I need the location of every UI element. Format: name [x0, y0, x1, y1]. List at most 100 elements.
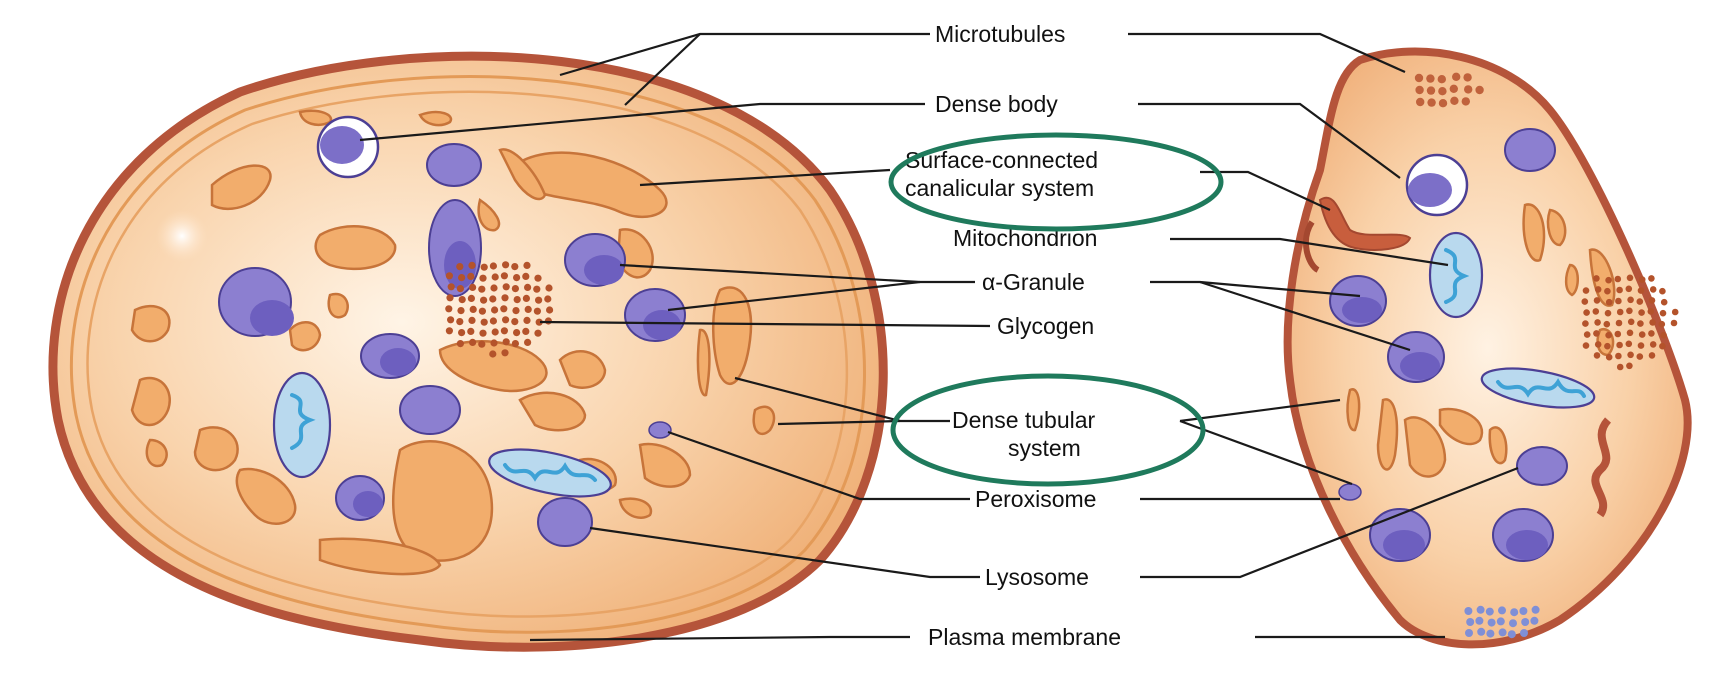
glycogen-particle — [1627, 330, 1634, 337]
glycogen-particle — [458, 274, 465, 281]
glycogen-particle — [447, 316, 454, 323]
glycogen-particle — [1615, 298, 1622, 305]
glycogen-particle — [490, 262, 497, 269]
glycogen-particle — [457, 340, 464, 347]
glycogen-particle — [1627, 297, 1634, 304]
glycogen-particle — [524, 284, 531, 291]
glycogen-particle — [1626, 363, 1633, 370]
glycogen-particle — [1659, 343, 1666, 350]
vesicle-dot — [1498, 606, 1506, 614]
glycogen-particle — [492, 328, 499, 335]
glycogen-particle — [446, 294, 453, 301]
microtubule-cross-section — [1439, 99, 1447, 107]
glycogen-particle — [1595, 341, 1602, 348]
label-alpha-granule: α-Granule — [982, 269, 1085, 295]
label-microtubules: Microtubules — [935, 21, 1065, 47]
glycogen-particle — [1582, 298, 1589, 305]
glycogen-particle — [503, 283, 510, 290]
glycogen-particle — [501, 327, 508, 334]
glycogen-particle — [1604, 288, 1611, 295]
vesicle-dot — [1499, 628, 1507, 636]
glycogen-particle — [1638, 287, 1645, 294]
vesicle-dot — [1519, 607, 1527, 615]
glycogen-particle — [1648, 275, 1655, 282]
left-platelet — [53, 56, 883, 647]
glycogen-particle — [1626, 341, 1633, 348]
glycogen-particle — [1672, 309, 1679, 316]
glycogen-particle — [1660, 310, 1667, 317]
left-peroxisome — [649, 422, 671, 438]
glycogen-particle — [468, 262, 475, 269]
vesicle-dot — [1497, 617, 1505, 625]
microtubule-cross-section — [1415, 86, 1423, 94]
glycogen-particle — [456, 318, 463, 325]
glycogen-particle — [513, 274, 520, 281]
glycogen-particle — [478, 341, 485, 348]
glycogen-particle — [1616, 342, 1623, 349]
glycogen-particle — [1627, 352, 1634, 359]
glycogen-particle — [1648, 330, 1655, 337]
glycogen-particle — [1594, 352, 1601, 359]
glycogen-particle — [1583, 287, 1590, 294]
glycogen-particle — [1617, 364, 1624, 371]
microtubule-cross-section — [1450, 97, 1458, 105]
glycogen-particle — [1615, 353, 1622, 360]
label-dense-body: Dense body — [935, 91, 1058, 117]
glycogen-particle — [511, 263, 518, 270]
glycogen-particle — [513, 329, 520, 336]
glycogen-particle — [479, 308, 486, 315]
glycogen-particle — [490, 284, 497, 291]
glycogen-particle — [522, 273, 529, 280]
glycogen-particle — [481, 264, 488, 271]
microtubule-cross-section — [1464, 85, 1472, 93]
glycogen-particle — [1637, 298, 1644, 305]
glycogen-particle — [1594, 319, 1601, 326]
glycogen-particle — [1604, 343, 1611, 350]
glycogen-particle — [1583, 342, 1590, 349]
glycogen-particle — [1628, 319, 1635, 326]
glycogen-particle — [1627, 275, 1634, 282]
glycogen-particle — [511, 318, 518, 325]
glycogen-particle — [546, 306, 553, 313]
glycogen-particle — [522, 328, 529, 335]
microtubule-cross-section — [1462, 97, 1470, 105]
glycogen-particle — [500, 305, 507, 312]
microtubule-cross-section — [1450, 85, 1458, 93]
glycogen-particle — [523, 295, 530, 302]
glycogen-particle — [525, 306, 532, 313]
glycogen-particle — [1582, 320, 1589, 327]
glycogen-particle — [478, 286, 485, 293]
glycogen-particle — [523, 317, 530, 324]
glycogen-particle — [490, 339, 497, 346]
glycogen-particle — [470, 306, 477, 313]
vesicle-dot — [1477, 606, 1485, 614]
glycogen-particle — [1649, 352, 1656, 359]
glycogen-particle — [1626, 286, 1633, 293]
glycogen-particle — [534, 308, 541, 315]
glycogen-particle — [1615, 331, 1622, 338]
vesicle-dot — [1464, 607, 1472, 615]
glycogen-particle — [1650, 286, 1657, 293]
glycogen-particle — [545, 284, 552, 291]
vesicle-dot — [1532, 606, 1540, 614]
glycogen-particle — [492, 273, 499, 280]
vesicle-dot — [1465, 629, 1473, 637]
right-lysosome — [1517, 447, 1567, 485]
glycogen-particle — [523, 262, 530, 269]
glycogen-particle — [467, 328, 474, 335]
vesicle-dot — [1466, 618, 1474, 626]
glycogen-particle — [533, 286, 540, 293]
glycogen-particle — [468, 295, 475, 302]
glycogen-particle — [1626, 308, 1633, 315]
glycogen-particle — [1637, 320, 1644, 327]
label-lysosome: Lysosome — [985, 564, 1089, 590]
glycogen-particle — [469, 339, 476, 346]
vesicle-dot — [1486, 630, 1494, 638]
glycogen-particle — [479, 275, 486, 282]
glycogen-particle — [1638, 309, 1645, 316]
glycogen-particle — [1604, 321, 1611, 328]
left-dense-body — [318, 117, 378, 177]
glycogen-particle — [501, 294, 508, 301]
glycogen-particle — [512, 307, 519, 314]
glycogen-particle — [1639, 331, 1646, 338]
